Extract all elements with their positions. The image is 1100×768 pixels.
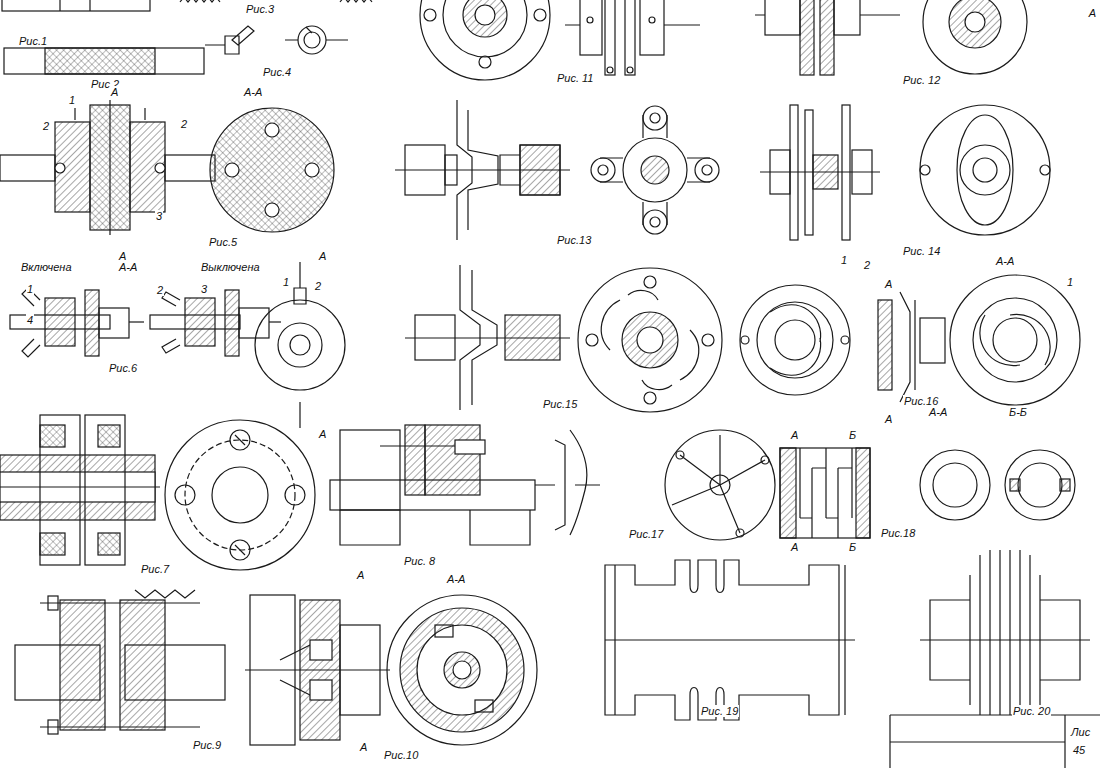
section-label: А-А <box>243 86 263 98</box>
figure-label: Рис.15 <box>542 398 578 410</box>
figure-label: Рис.5 <box>208 236 238 248</box>
figure-label: Рис. 19 <box>700 705 739 717</box>
section-label: А-А <box>995 255 1015 267</box>
figure-label: Рис.18 <box>880 527 916 539</box>
figure-label: Рис.7 <box>140 563 170 575</box>
section-label: А-А <box>928 406 948 418</box>
callout-number: 2 <box>156 284 164 296</box>
section-label: А <box>110 86 119 98</box>
figure-label: Рис.4 <box>262 66 292 78</box>
state-label: Включена <box>20 261 73 273</box>
callout-number: 2 <box>314 280 322 292</box>
figure-label: Рис.6 <box>108 362 138 374</box>
callout-number: 3 <box>155 210 163 222</box>
figure-label: Рис. 20 <box>1012 705 1051 717</box>
section-label: А-А <box>118 261 138 273</box>
figure-label: Рис.10 <box>383 749 419 761</box>
section-label: А <box>1088 7 1097 19</box>
figure-label: Рис. 11 <box>556 72 595 84</box>
section-label: А <box>884 413 893 425</box>
callout-number: 1 <box>26 283 34 295</box>
section-label: А <box>318 428 327 440</box>
section-label: А <box>790 541 799 553</box>
section-label: А <box>884 278 893 290</box>
figure-label: Рис. 8 <box>403 555 436 567</box>
callout-number: 3 <box>200 283 208 295</box>
callout-number: 2 <box>42 120 50 132</box>
figure-label: Рис. 12 <box>902 74 941 86</box>
callout-number: 4 <box>26 314 34 326</box>
callout-number: 1 <box>282 276 290 288</box>
section-label: А-А <box>446 573 466 585</box>
state-label: Выключена <box>200 261 261 273</box>
figure-label: Рис.13 <box>556 234 592 246</box>
section-label: Б <box>848 541 857 553</box>
section-label: Б-Б <box>1008 406 1028 418</box>
callout-number: 2 <box>863 259 871 271</box>
section-label: Лис <box>1070 726 1091 738</box>
section-label: А <box>318 250 327 262</box>
callout-number: 1 <box>840 254 848 266</box>
figure-label: Рис.17 <box>628 528 664 540</box>
figure-label: Рис.3 <box>245 3 275 15</box>
section-label: А <box>359 741 368 753</box>
section-label: А <box>790 429 799 441</box>
figure-label: Рис.9 <box>192 739 222 751</box>
figure-label: Рис.1 <box>18 35 48 47</box>
callout-number: 2 <box>180 118 188 130</box>
callout-number: 1 <box>68 94 76 106</box>
section-label: А <box>356 569 365 581</box>
section-label: 45 <box>1072 744 1086 756</box>
callout-number: 1 <box>1066 276 1074 288</box>
section-label: Б <box>848 429 857 441</box>
figure-label: Рис. 14 <box>902 245 941 257</box>
